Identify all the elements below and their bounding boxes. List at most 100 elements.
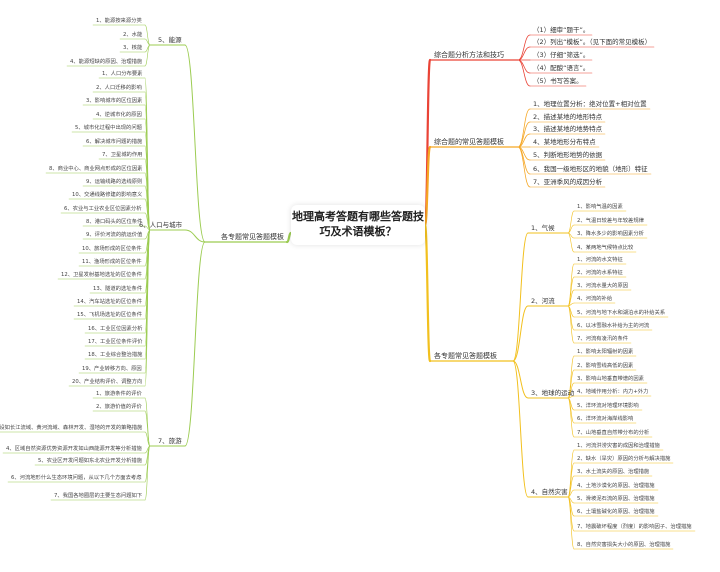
left-item[interactable]: 3、区域环境生态环境建设如长江流域、黄河流域、森林开发、湿地的开发的策略措施	[0, 425, 143, 431]
left-item[interactable]: 17、工业区位条件评价	[88, 339, 143, 345]
left-item[interactable]: 12、卫星发射基地选址的区位条件	[61, 272, 142, 278]
bottom_right-item-line	[567, 302, 575, 307]
bottom_right-item[interactable]: 8、自然灾害损失大小的原因、治理措施	[577, 542, 671, 548]
bottom_right-item[interactable]: 6、洋环流对海岸线影响	[577, 416, 634, 422]
left-item[interactable]: 1、旅游条件的评价	[96, 391, 142, 397]
top_right-item[interactable]: （3）仔细“筛选”。	[533, 51, 590, 59]
left-item[interactable]: 6、河流地形什么生态环境问题，从以下几个方面去考虑	[11, 475, 142, 481]
top_right-child-line	[517, 59, 531, 87]
left-branch-label[interactable]: 各专题常见答题模板	[221, 233, 284, 241]
top_right-item[interactable]: （1）细审“题干”。	[533, 26, 590, 34]
left-item[interactable]: 8、商业中心、商业网点形成的区位因素	[49, 166, 143, 172]
bottom_right-item[interactable]: 3、降水多少的影响因素分析	[577, 231, 644, 237]
left-item-line	[144, 229, 151, 387]
left-item[interactable]: 2、人口迁移的影响	[96, 85, 142, 91]
bottom_right-item[interactable]: 4、土地沙漠化的原因、治理措施	[577, 483, 655, 489]
mid_right-child-line	[517, 146, 531, 175]
left-item[interactable]: 4、逆城市化的原因	[96, 112, 142, 118]
bottom_right-item-line	[567, 489, 575, 498]
bottom_right-item-line	[567, 305, 575, 344]
left-item[interactable]: 2、旅游价值的评价	[96, 404, 142, 410]
left-item[interactable]: 16、工业区位因素分析	[88, 326, 143, 332]
bottom_right-item[interactable]: 3、河流水量大的原因	[577, 283, 629, 289]
left-item[interactable]: 10、旅场形成的区位条件	[82, 246, 142, 252]
bottom_right-item-line	[567, 289, 575, 307]
bottom_right-item[interactable]: 7、河流有凌汛的条件	[577, 336, 629, 342]
mid_right-item[interactable]: 5、判断地形地势的依据	[533, 151, 603, 159]
left-item[interactable]: 3、核能	[123, 45, 143, 51]
bottom_right-item[interactable]: 2、缺水（旱灾）原因的分析与解决措施	[577, 456, 671, 462]
left-item-line	[144, 24, 151, 46]
left-item[interactable]: 1、能源按来源分类	[96, 18, 142, 24]
mid_right-item[interactable]: 3、描述某地的地势特点	[533, 125, 603, 133]
bottom_right-item[interactable]: 7、山地垂直自然带分布的分析	[577, 430, 650, 436]
bottom_right-item-line	[567, 210, 575, 234]
mid_right-item[interactable]: 6、我国一级地形区的地貌（地形）特征	[533, 165, 648, 173]
left-item[interactable]: 18、工业综合整治措施	[88, 352, 143, 358]
mid_right-item[interactable]: 2、描述某地的地形特点	[533, 113, 603, 121]
left-item[interactable]: 6、农业与工业农业区位因素分析	[64, 206, 142, 212]
mid_right-item[interactable]: 1、地理位置分析：绝对位置+相对位置	[533, 100, 647, 108]
bottom_right-item[interactable]: 1、影响太阳辐射的因素	[577, 349, 634, 355]
left-item[interactable]: 5、农业区开发问题如东北农业开发分析措施	[38, 458, 143, 464]
top_right-item[interactable]: （2）列出“模板”。（见下面的常见模板）	[533, 38, 652, 46]
left-item[interactable]: 9、运输线路的选线原则	[86, 179, 143, 185]
left-item[interactable]: 9、评价河流的航运价值	[86, 232, 143, 238]
bottom_right-group-line	[512, 305, 529, 362]
left-item[interactable]: 4、区域自然资源优势资源开发如山西能源开发等分析措施	[6, 446, 142, 452]
bottom_right-item[interactable]: 4、地域作用分析：内力+外力	[577, 389, 649, 395]
root-topic[interactable]: 地理高考答题有哪些答题技 巧及术语模板？	[291, 205, 425, 245]
left-item[interactable]: 1、人口分布要素	[102, 71, 143, 77]
top_right-item[interactable]: （4）配酿“语言”。	[533, 64, 590, 72]
left-item[interactable]: 20、产业结构评价、调整方向	[72, 379, 143, 385]
bottom_right-item[interactable]: 4、某两地气候特点比较	[577, 245, 634, 251]
bottom_right-item-line	[567, 462, 575, 498]
bottom_right-item[interactable]: 5、河流与地下水和湖泊水的补给关系	[577, 310, 666, 316]
left-item[interactable]: 14、汽车站选址的区位条件	[77, 299, 143, 305]
bottom_right-item[interactable]: 7、地震破坏程度（烈度）的影响因子、治理措施	[577, 524, 692, 530]
left-item[interactable]: 15、飞机场选址的区位条件	[77, 312, 143, 318]
left-group-label[interactable]: 5、能源	[158, 36, 182, 44]
bottom_right-item[interactable]: 1、影响气温的因素	[577, 204, 623, 210]
bottom_right-item[interactable]: 6、土壤盐碱化的原因、治理措施	[577, 509, 655, 515]
bottom_right-item[interactable]: 2、河流的水系特征	[577, 270, 623, 276]
top_right-item[interactable]: （5）书写答案。	[533, 77, 583, 85]
bottom_right-group-label[interactable]: 1、气候	[531, 224, 555, 232]
left-group-label[interactable]: 7、旅游	[158, 437, 182, 445]
mid_right-item[interactable]: 4、某地地形分布特点	[533, 138, 596, 146]
top_right-branch-label[interactable]: 综合题分析方法和技巧	[434, 51, 504, 59]
bottom_right-item[interactable]: 5、滑坡泥石流的原因、治理措施	[577, 496, 655, 502]
bottom_right-item[interactable]: 1、河流洪涝灾害的成因和治理措施	[577, 443, 660, 449]
left-item[interactable]: 4、能源短缺的原因、治理措施	[70, 59, 143, 65]
bottom_right-item[interactable]: 6、以冰雪融水补给为主的河流	[577, 323, 650, 329]
left-group-label[interactable]: 6、人口与城市	[139, 221, 183, 229]
root-title-line-2: 巧及术语模板？	[319, 225, 397, 238]
bottom_right-item[interactable]: 3、水土流失的原因、治理措施	[577, 469, 650, 475]
left-item[interactable]: 13、隧道的选址条件	[93, 286, 143, 292]
left-item-line	[144, 431, 151, 447]
bottom_right-item-line	[567, 397, 575, 438]
mid_right-item[interactable]: 7、亚洲季风的成因分析	[533, 178, 603, 186]
left-item[interactable]: 5、城市化过程中出现的问题	[75, 125, 142, 131]
left-item[interactable]: 6、解决城市问题的措施	[86, 139, 143, 145]
bottom_right-item[interactable]: 5、洋环流对地理环境影响	[577, 403, 639, 409]
left-item[interactable]: 2、水能	[123, 32, 143, 38]
bottom_right-group-line	[512, 232, 529, 362]
mid_right-branch-label[interactable]: 综合题的常见答题模板	[434, 138, 504, 146]
bottom_right-branch-label[interactable]: 各专题常见答题模板	[434, 352, 497, 360]
bottom_right-item[interactable]: 4、河流的补给	[577, 296, 613, 302]
bottom_right-group-label[interactable]: 3、地球的运动	[531, 389, 575, 397]
left-item[interactable]: 7、卫星城的作用	[102, 152, 143, 158]
left-item[interactable]: 7、我国各地圈层的主要生态问题如下	[54, 493, 143, 499]
left-item[interactable]: 8、港口码头的区位条件	[86, 219, 143, 225]
bottom_right-group-label[interactable]: 2、河流	[531, 297, 555, 305]
left-item[interactable]: 19、产业转移方向、原因	[82, 366, 142, 372]
bottom_right-item[interactable]: 3、影响山地垂直带谱的因素	[577, 376, 644, 382]
bottom_right-item[interactable]: 2、气温日较差与年较差规律	[577, 218, 644, 224]
left-item[interactable]: 3、影响城市的区位因素	[86, 98, 143, 104]
bottom_right-group-label[interactable]: 4、自然灾害	[531, 488, 568, 496]
bottom_right-item[interactable]: 2、影响雪线高低的因素	[577, 363, 634, 369]
left-item[interactable]: 11、渔场形成的区位条件	[82, 259, 142, 265]
left-item[interactable]: 10、交通线路修建的影响意义	[72, 192, 143, 198]
bottom_right-item[interactable]: 1、河流的水文特征	[577, 257, 623, 263]
